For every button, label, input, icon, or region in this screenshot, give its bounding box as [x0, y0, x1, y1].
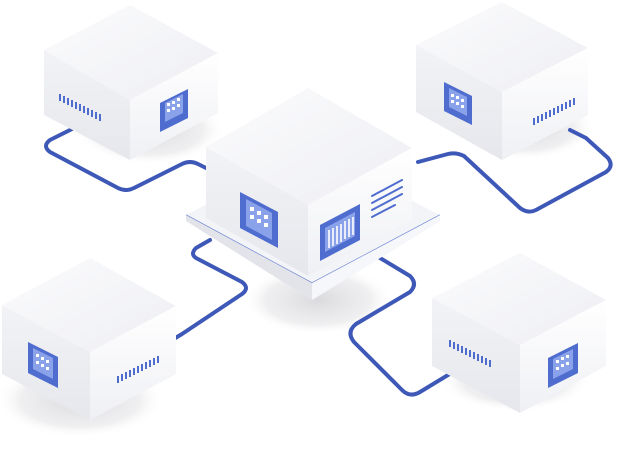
cube-top-face — [206, 88, 412, 205]
vent-icon — [59, 94, 101, 121]
cube-top-face — [44, 5, 218, 100]
cube-top-face — [416, 2, 588, 92]
cube-top-face — [2, 258, 176, 352]
cable-bottom-left — [170, 238, 248, 342]
server-node-bottom-left[interactable] — [2, 258, 176, 420]
window-panel-icon — [548, 343, 578, 388]
vent-panel-icon — [320, 204, 360, 261]
server-node-top-left[interactable] — [44, 5, 218, 160]
cables — [44, 122, 613, 397]
server-node-top-right[interactable] — [416, 2, 588, 160]
cube-right-face — [502, 48, 588, 160]
cable-bottom-right — [348, 256, 478, 397]
cube-left-face — [432, 298, 520, 413]
server-node-bottom-right[interactable] — [432, 253, 606, 413]
shadow-hub — [243, 265, 393, 335]
window-panel-icon — [28, 342, 58, 388]
cube-right-face — [90, 306, 176, 420]
cable-top-right — [416, 128, 613, 214]
window-panel-icon — [444, 82, 472, 125]
server-node-hub[interactable] — [185, 88, 441, 300]
vent-icon — [533, 98, 575, 125]
cube-top-face — [432, 253, 606, 345]
vent-icon — [117, 356, 159, 383]
window-panel-icon — [240, 192, 278, 248]
window-panel-icon — [160, 89, 188, 132]
vent-icon — [449, 340, 491, 367]
cable-top-left — [44, 122, 216, 192]
menu-lines-icon — [371, 179, 403, 218]
cube-left-face — [44, 50, 130, 160]
